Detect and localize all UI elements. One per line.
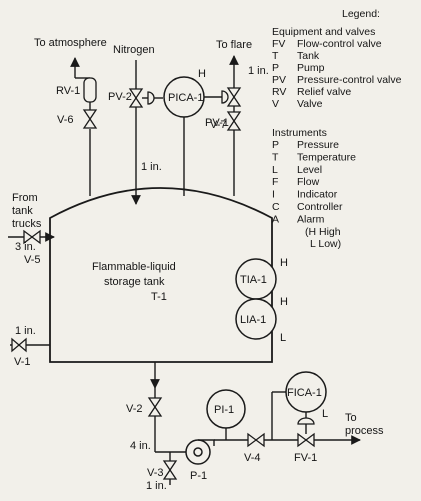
legend-alarm-low: L Low) <box>310 238 341 250</box>
legend-equipment-desc: Pressure-control valve <box>297 74 402 86</box>
actuator-pv1 <box>221 90 229 104</box>
instrument-lia1 <box>235 298 277 340</box>
legend-equipment-code: T <box>272 50 279 62</box>
legend-instrument-desc: Level <box>297 164 322 176</box>
legend-inst-title: Instruments <box>272 127 327 139</box>
instrument-pi1 <box>206 389 246 429</box>
legend-equipment-code: RV <box>272 86 286 98</box>
tag-pi1: PI-1 <box>214 404 234 416</box>
tag-v4: V-4 <box>244 452 261 464</box>
tag-fica1: FICA-1 <box>287 387 322 399</box>
legend-instrument-desc: Alarm <box>297 213 325 225</box>
tag-v3: V-3 <box>147 467 164 479</box>
tag-pv2: PV-2 <box>108 91 132 103</box>
valve-v7 <box>226 111 242 131</box>
tag-fv1: FV-1 <box>294 452 317 464</box>
tag-v7: V-7 <box>210 119 227 131</box>
size-3in: 3 in. <box>15 241 36 253</box>
valve-pv1 <box>226 87 242 107</box>
label-to-atmosphere: To atmosphere <box>34 37 107 49</box>
tag-v5: V-5 <box>24 254 41 266</box>
valve-fv1 <box>297 432 315 448</box>
legend-equipment-code: FV <box>272 38 285 50</box>
size-1in-mid: 1 in. <box>141 161 162 173</box>
pica-high-mark: H <box>198 68 206 80</box>
tag-pv1: PV-1 <box>205 117 229 129</box>
tag-tia1: TIA-1 <box>240 274 267 286</box>
pump-eye <box>193 447 203 457</box>
lia-low-mark: L <box>280 332 286 344</box>
label-from-3: trucks <box>12 218 42 230</box>
relief-valve-rv1 <box>83 77 97 103</box>
size-1in-left: 1 in. <box>15 325 36 337</box>
legend-instrument-code: A <box>272 213 279 225</box>
legend-title: Legend: <box>342 8 380 20</box>
valve-v1 <box>11 337 27 353</box>
legend-instrument-desc: Pressure <box>297 139 339 151</box>
tank-label-line2: storage tank <box>104 276 165 288</box>
label-nitrogen: Nitrogen <box>113 44 155 56</box>
label-to-process-2: process <box>345 425 384 437</box>
valve-v6 <box>82 109 98 129</box>
legend-equipment-code: PV <box>272 74 286 86</box>
label-from-2: tank <box>12 205 33 217</box>
legend-instrument-desc: Controller <box>297 201 343 213</box>
tag-v2: V-2 <box>126 403 143 415</box>
tag-p1: P-1 <box>190 470 207 482</box>
lia-high-mark: H <box>280 296 288 308</box>
legend-alarm-high: (H High <box>305 226 341 238</box>
legend-equipment-desc: Tank <box>297 50 320 62</box>
fica-low-mark: L <box>322 408 328 420</box>
legend-equipment-desc: Pump <box>297 62 325 74</box>
tank-label-line1: Flammable-liquid <box>92 261 176 273</box>
tank-label-line3: T-1 <box>151 291 167 303</box>
legend-instrument-code: T <box>272 151 279 163</box>
legend-instrument-code: L <box>272 164 278 176</box>
legend-equipment-code: P <box>272 62 279 74</box>
valve-v2 <box>147 397 163 417</box>
valve-v4 <box>247 432 265 448</box>
valve-pv2 <box>128 88 144 108</box>
actuator-fv1 <box>297 417 315 425</box>
legend-instrument-code: F <box>272 176 278 188</box>
legend-equipment-desc: Relief valve <box>297 86 351 98</box>
legend-equipment-desc: Flow-control valve <box>297 38 382 50</box>
label-to-process-1: To <box>345 412 357 424</box>
label-from-1: From <box>12 192 38 204</box>
legend-equip-title: Equipment and valves <box>272 26 375 38</box>
legend-instrument-desc: Temperature <box>297 151 356 163</box>
tag-rv1: RV-1 <box>56 85 80 97</box>
tag-lia1: LIA-1 <box>240 314 266 326</box>
tag-v6: V-6 <box>57 114 74 126</box>
size-1in-flare: 1 in. <box>248 65 269 77</box>
legend-instrument-code: C <box>272 201 280 213</box>
storage-tank <box>49 187 273 363</box>
label-to-flare: To flare <box>216 39 252 51</box>
size-1in-bottom: 1 in. <box>146 480 167 492</box>
tia-high-mark: H <box>280 257 288 269</box>
legend-instrument-code: P <box>272 139 279 151</box>
size-4in: 4 in. <box>130 440 151 452</box>
legend-equipment-code: V <box>272 98 279 110</box>
legend-instrument-code: I <box>272 189 275 201</box>
legend-equipment-desc: Valve <box>297 98 323 110</box>
legend-instrument-desc: Flow <box>297 176 320 188</box>
actuator-pv2 <box>147 91 155 105</box>
tag-v1: V-1 <box>14 356 31 368</box>
valve-v5 <box>23 229 41 245</box>
valve-v3 <box>162 460 178 480</box>
tag-pica1: PICA-1 <box>168 92 203 104</box>
legend-instrument-desc: Indicator <box>297 189 338 201</box>
